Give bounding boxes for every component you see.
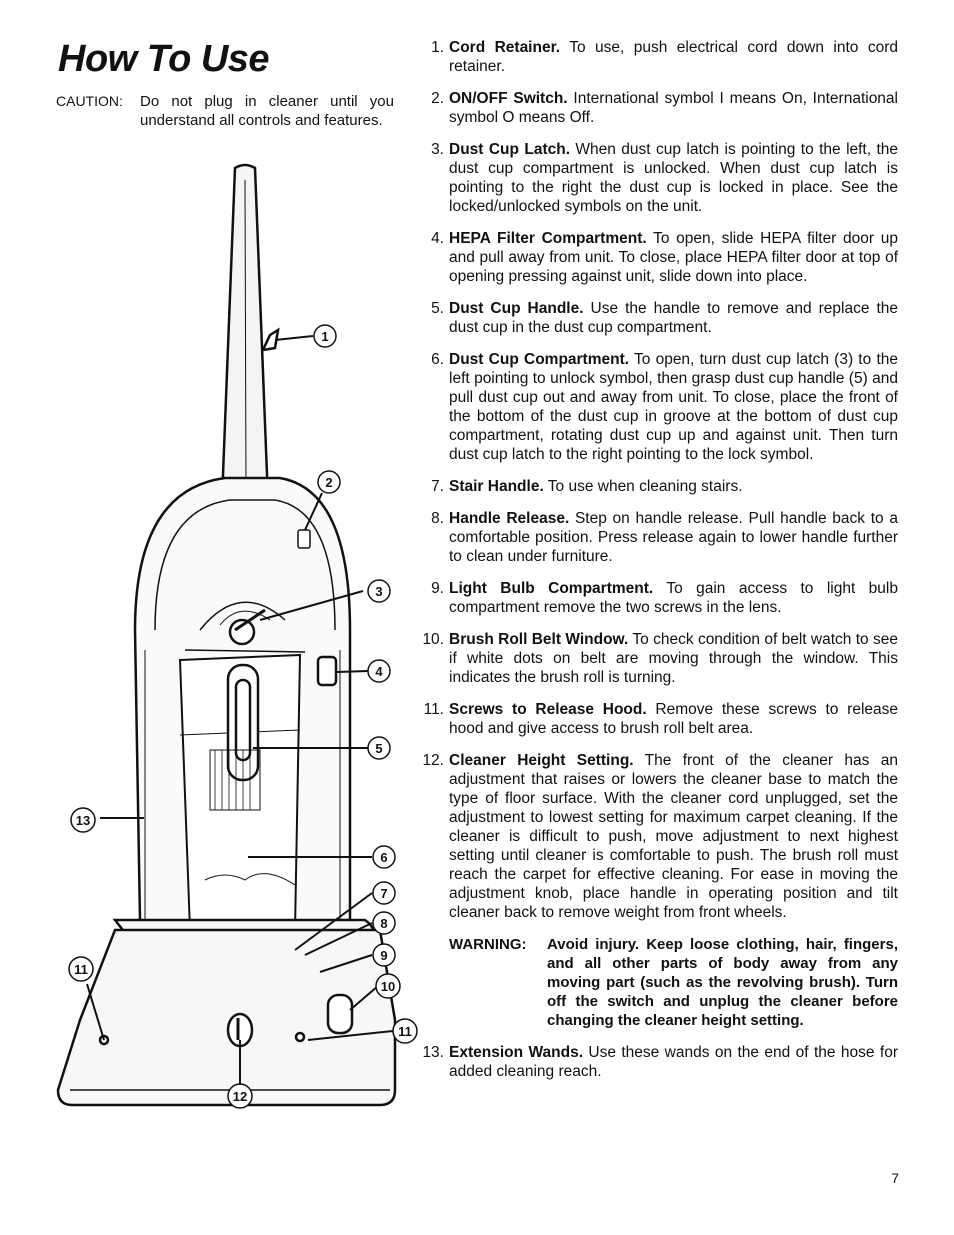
list-item: 3.Dust Cup Latch. When dust cup latch is…	[431, 141, 898, 215]
callout-label: 13	[76, 813, 90, 828]
callout-label: 3	[375, 584, 382, 599]
page-number: 7	[891, 1170, 899, 1186]
caution-note: CAUTION: Do not plug in cleaner until yo…	[56, 92, 394, 130]
callout-label: 11	[398, 1024, 412, 1039]
callout-label: 1	[321, 329, 328, 344]
list-item: 4.HEPA Filter Compartment. To open, slid…	[431, 230, 898, 285]
callout-label: 6	[380, 850, 387, 865]
warning-label: WARNING:	[449, 936, 527, 953]
warning-text: Avoid injury. Keep loose clothing, hair,…	[547, 936, 898, 1029]
callout-label: 5	[375, 741, 382, 756]
vacuum-cleaner-illustration: 1 2 3 4 5 6 7 8 9 10 11 11 12 13	[56, 163, 418, 1109]
callout-label: 8	[380, 916, 387, 931]
list-item: 13.Extension Wands. Use these wands on t…	[422, 1044, 898, 1080]
page-title: How To Use	[58, 38, 270, 80]
callout-label: 10	[381, 979, 395, 994]
callout-label: 4	[375, 664, 383, 679]
warning-note: WARNING: Avoid injury. Keep loose clothi…	[449, 935, 898, 1030]
caution-label: CAUTION:	[56, 93, 123, 109]
list-item: 5.Dust Cup Handle. Use the handle to rem…	[431, 300, 898, 336]
list-item: 12.Cleaner Height Setting. The front of …	[422, 752, 898, 921]
callout-label: 9	[380, 948, 387, 963]
list-item: 9.Light Bulb Compartment. To gain access…	[431, 580, 898, 616]
list-item: 8.Handle Release. Step on handle release…	[431, 510, 898, 565]
callout-label: 2	[325, 475, 332, 490]
list-item: 10.Brush Roll Belt Window. To check cond…	[422, 631, 898, 686]
list-item: 7.Stair Handle. To use when cleaning sta…	[431, 478, 743, 495]
callout-label: 11	[74, 962, 88, 977]
list-item: 6.Dust Cup Compartment. To open, turn du…	[431, 351, 898, 463]
list-item: 1.Cord Retainer. To use, push electrical…	[431, 39, 898, 75]
instructions-list: 1.Cord Retainer. To use, push electrical…	[418, 38, 898, 1094]
caution-text: Do not plug in cleaner until you underst…	[140, 93, 394, 129]
list-item: 11.Screws to Release Hood. Remove these …	[423, 701, 898, 737]
callout-label: 12	[233, 1089, 247, 1104]
list-item: 2.ON/OFF Switch. International symbol I …	[431, 90, 898, 126]
callout-label: 7	[380, 886, 387, 901]
